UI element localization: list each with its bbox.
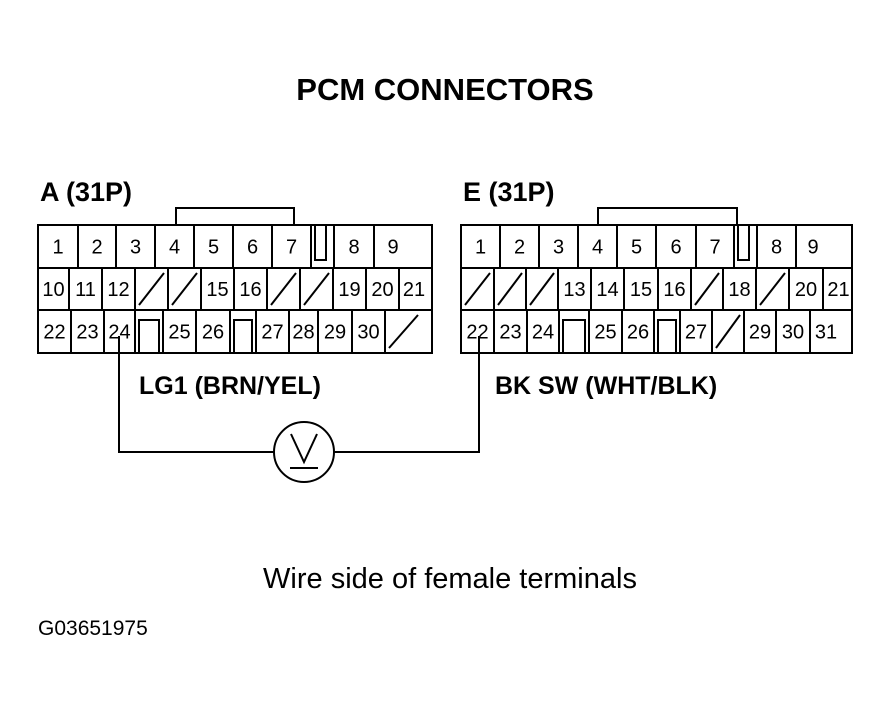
terminal-number: 5 (208, 237, 219, 259)
terminal-number: 2 (91, 237, 102, 259)
terminal-number: 21 (827, 279, 849, 301)
terminal-number: 20 (795, 279, 817, 301)
terminal-number: 7 (709, 237, 720, 259)
blank-terminal-slash (270, 272, 297, 306)
terminal-number: 4 (169, 237, 180, 259)
caption: Wire side of female terminals (263, 563, 637, 595)
terminal-number: 9 (807, 237, 818, 259)
terminal-number: 15 (630, 279, 652, 301)
blank-terminal-slash (497, 272, 523, 306)
terminal-number: 9 (387, 237, 398, 259)
terminal-number: 11 (75, 279, 96, 301)
terminal-number: 6 (247, 237, 258, 259)
blank-terminal-slash (171, 272, 198, 306)
terminal-number: 22 (466, 322, 488, 344)
terminal-number: 8 (348, 237, 359, 259)
blank-terminal-slash (694, 272, 720, 306)
terminal-number: 19 (338, 279, 360, 301)
blank-terminal-slash (138, 272, 165, 306)
terminal-number: 12 (107, 279, 129, 301)
terminal-number: 28 (292, 322, 314, 344)
blank-terminal-slash (759, 272, 786, 306)
terminal-number: 27 (685, 322, 707, 344)
terminal-number: 3 (553, 237, 564, 259)
terminal-number: 2 (514, 237, 525, 259)
terminal-number: 1 (475, 237, 486, 259)
terminal-number: 3 (130, 237, 141, 259)
terminal-number: 20 (371, 279, 393, 301)
blank-terminal-slash (464, 272, 491, 306)
connector-e-wire-label: BK SW (WHT/BLK) (495, 372, 717, 400)
probe-wire-e (334, 336, 480, 453)
terminal-number: 13 (563, 279, 585, 301)
terminal-number: 24 (108, 322, 130, 344)
terminal-number: 29 (324, 322, 346, 344)
terminal-number: 23 (499, 322, 521, 344)
figure-code: G03651975 (38, 617, 148, 640)
connector-a-label: A (31P) (40, 177, 132, 207)
blank-terminal-slash (388, 314, 419, 349)
terminal-number: 31 (815, 322, 837, 344)
terminal-number: 4 (592, 237, 603, 259)
blank-terminal-slash (715, 314, 741, 349)
terminal-number: 25 (168, 322, 190, 344)
terminal-number: 25 (594, 322, 616, 344)
terminal-number: 22 (43, 322, 65, 344)
blank-terminal-slash (529, 272, 555, 306)
terminal-number: 7 (286, 237, 297, 259)
terminal-number: 1 (52, 237, 63, 259)
terminal-number: 26 (202, 322, 224, 344)
terminal-number: 24 (532, 322, 554, 344)
connector-e-label: E (31P) (463, 177, 555, 207)
blank-terminal-slash (303, 272, 330, 306)
diagram-title: PCM CONNECTORS (296, 72, 593, 107)
terminal-number: 21 (403, 279, 425, 301)
terminal-number: 15 (206, 279, 228, 301)
terminal-number: 14 (596, 279, 618, 301)
terminal-number: 23 (76, 322, 98, 344)
terminal-number: 26 (627, 322, 649, 344)
voltmeter-icon (273, 421, 335, 483)
connector-a-wire-label: LG1 (BRN/YEL) (139, 372, 321, 400)
terminal-number: 10 (42, 279, 64, 301)
terminal-number: 27 (261, 322, 283, 344)
terminal-number: 16 (239, 279, 261, 301)
probe-wire-a (118, 336, 274, 453)
terminal-number: 6 (670, 237, 681, 259)
terminal-number: 8 (771, 237, 782, 259)
terminal-number: 29 (749, 322, 771, 344)
terminal-number: 5 (631, 237, 642, 259)
terminal-number: 30 (782, 322, 804, 344)
terminal-number: 30 (357, 322, 379, 344)
terminal-number: 18 (728, 279, 750, 301)
terminal-number: 16 (663, 279, 685, 301)
